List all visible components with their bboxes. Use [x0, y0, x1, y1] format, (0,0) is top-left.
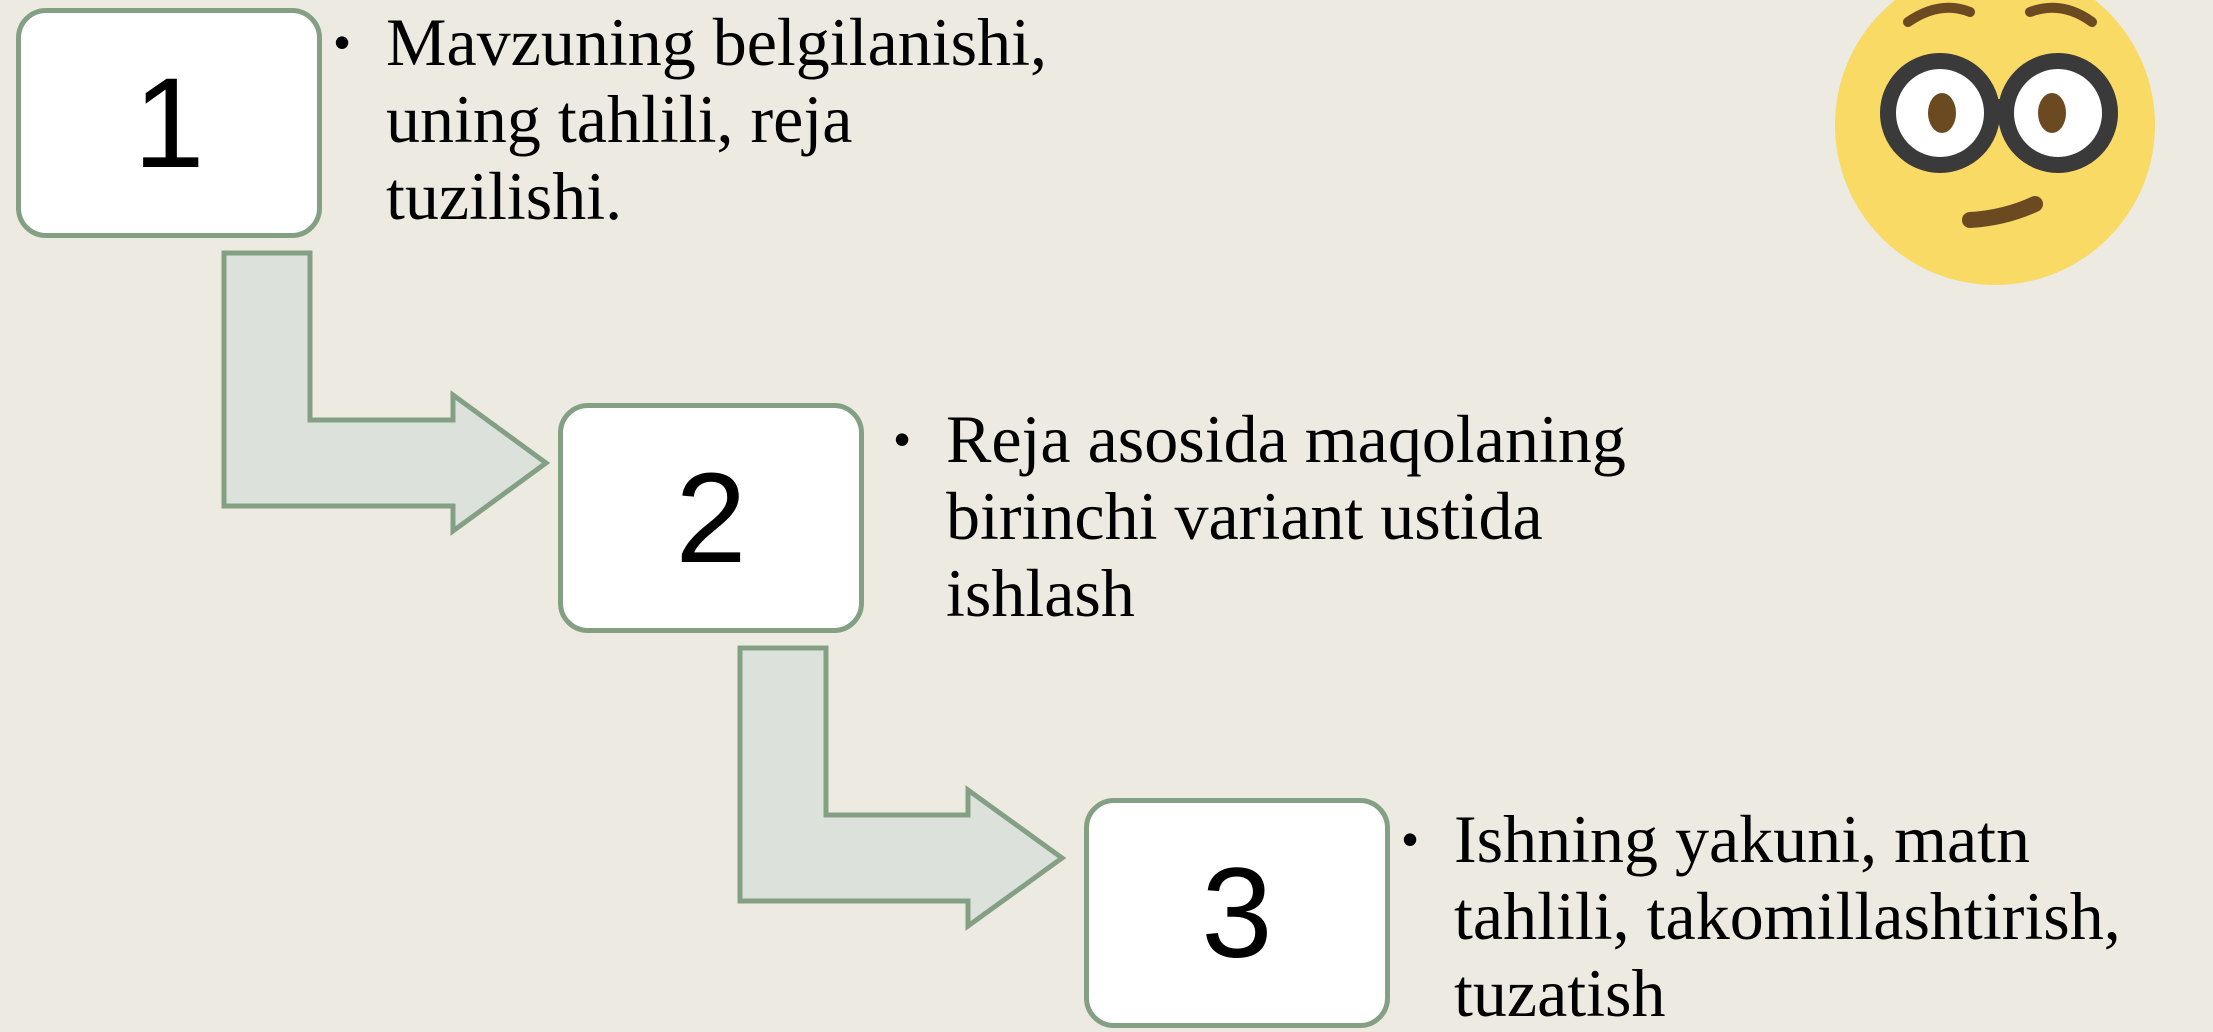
- step-1-description: • Mavzuning belgilanishi, uning tahlili,…: [334, 4, 1048, 235]
- step-2-number: 2: [675, 446, 747, 590]
- step-3-line-1: Ishning yakuni, matn: [1454, 801, 2031, 877]
- step-2-line-1: Reja asosida maqolaning: [946, 401, 1626, 477]
- step-3-line-3: tuzatish: [1454, 955, 1666, 1031]
- step-2-description: • Reja asosida maqolaning birinchi varia…: [894, 401, 1626, 632]
- step-1-line-1: Mavzuning belgilanishi,: [386, 4, 1048, 80]
- bent-arrow-1-to-2: [221, 250, 551, 536]
- step-3-line-2: tahlili, takomillashtirish,: [1454, 878, 2121, 954]
- step-3-number: 3: [1201, 841, 1273, 985]
- step-2-bullet: •: [894, 413, 911, 465]
- step-1-line-2: uning tahlili, reja: [386, 81, 853, 157]
- step-1-bullet: •: [334, 16, 351, 68]
- step-2-line-3: ishlash: [946, 555, 1135, 631]
- step-3-description: • Ishning yakuni, matn tahlili, takomill…: [1402, 801, 2121, 1032]
- step-2-box: 2: [558, 403, 864, 633]
- step-3-bullet: •: [1402, 813, 1419, 865]
- step-1-number: 1: [133, 51, 205, 195]
- step-3-box: 3: [1084, 798, 1390, 1028]
- step-2-line-2: birinchi variant ustida: [946, 478, 1543, 554]
- step-1-line-3: tuzilishi.: [386, 158, 623, 234]
- nerd-face-emoji-icon: [1835, 0, 2155, 285]
- step-1-box: 1: [16, 8, 322, 238]
- bent-arrow-2-to-3: [737, 645, 1067, 931]
